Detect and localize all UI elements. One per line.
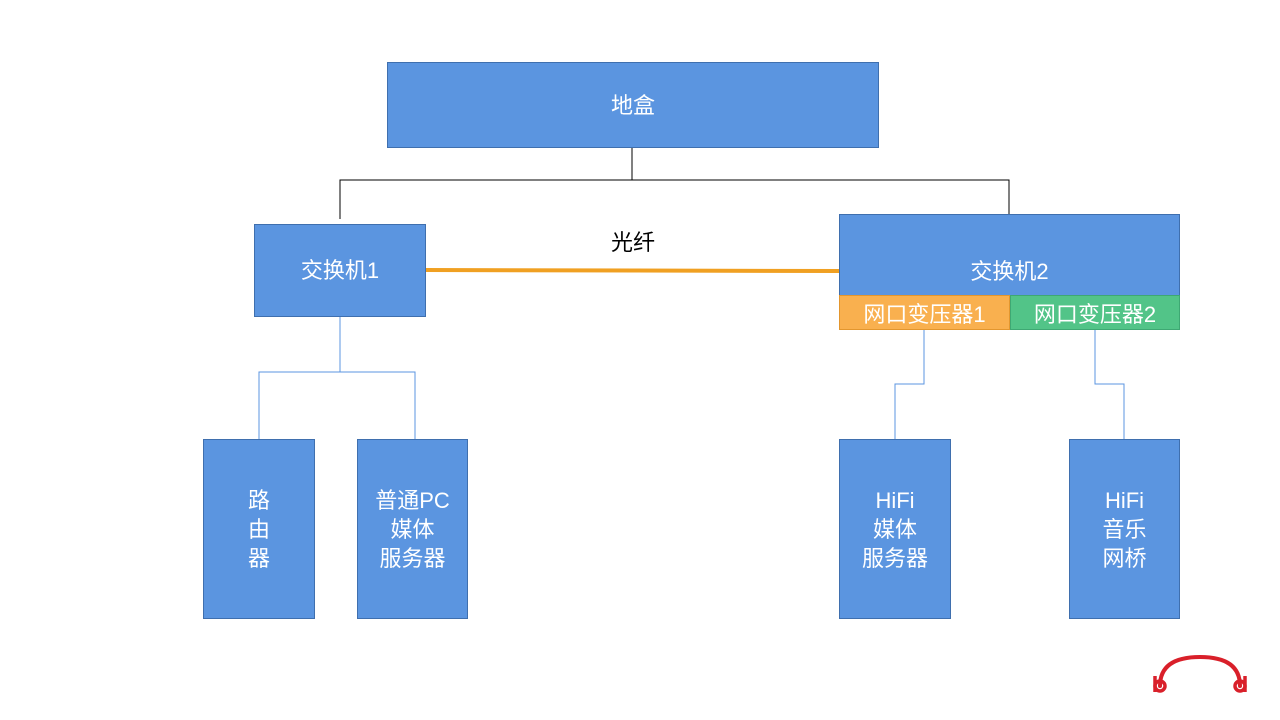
switch2-label: 交换机2 [970, 259, 1049, 284]
switch1-label: 交换机1 [300, 258, 380, 283]
hifi-server-line-2: 媒体 [872, 516, 917, 542]
router-line-2: 由 [247, 516, 270, 542]
hifi-bridge-line-2: 音乐 [1102, 516, 1147, 542]
port1-box: 网口变压器1 [839, 295, 1010, 330]
headphones-logo-icon [1153, 654, 1247, 693]
pc-server-line-2: 媒体 [390, 516, 435, 542]
pc-server-box: 普通PC 媒体 服务器 [357, 439, 468, 619]
router-line-1: 路 [247, 487, 270, 513]
port2-box: 网口变压器2 [1010, 295, 1180, 330]
port1-connector [894, 330, 925, 439]
hifi-server-box: HiFi 媒体 服务器 [839, 439, 951, 619]
port2-label: 网口变压器2 [1033, 301, 1157, 327]
port2-connector [1094, 330, 1125, 439]
root-box: 地盒 [387, 62, 879, 148]
router-box: 路 由 器 [203, 439, 315, 619]
fiber-label: 光纤 [610, 230, 655, 255]
root-branch [339, 179, 1010, 219]
fiber-link [425, 268, 840, 273]
hifi-bridge-box: HiFi 音乐 网桥 [1069, 439, 1180, 619]
hifi-server-line-1: HiFi [875, 487, 915, 513]
pc-server-line-3: 服务器 [379, 545, 446, 571]
hifi-server-line-3: 服务器 [861, 545, 928, 571]
port1-label: 网口变压器1 [863, 301, 986, 327]
pc-server-line-1: 普通PC [375, 487, 450, 513]
switch1-branch [258, 371, 416, 439]
switch1-box: 交换机1 [254, 224, 426, 317]
router-line-3: 器 [247, 545, 270, 571]
root-label: 地盒 [610, 92, 655, 118]
hifi-bridge-line-3: 网桥 [1102, 545, 1147, 571]
hifi-bridge-line-1: HiFi [1104, 487, 1145, 513]
